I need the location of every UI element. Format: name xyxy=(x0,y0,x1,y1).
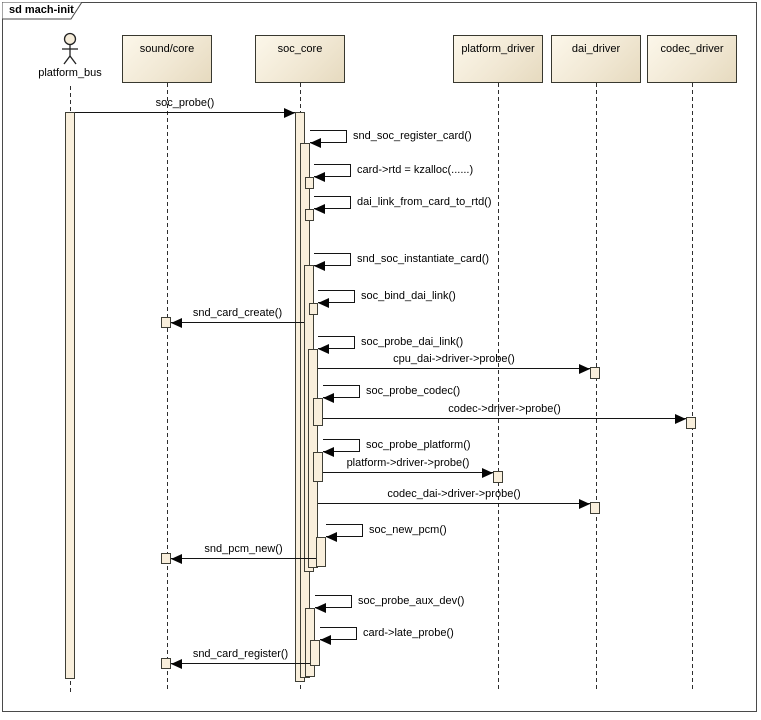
self-message-loop xyxy=(326,524,363,537)
self-message-arrowhead xyxy=(318,298,329,308)
message-arrowhead xyxy=(171,659,182,669)
self-message-loop xyxy=(314,164,351,177)
message-label: snd_soc_register_card() xyxy=(353,130,472,142)
self-message-arrowhead xyxy=(314,261,325,271)
message-label: snd_pcm_new() xyxy=(204,543,283,555)
actor-label: platform_bus xyxy=(38,67,102,79)
message-label: platform->driver->probe() xyxy=(346,457,470,469)
message-label: snd_soc_instantiate_card() xyxy=(357,253,490,265)
message-label: codec->driver->probe() xyxy=(448,403,561,415)
self-message-arrowhead xyxy=(314,172,325,182)
message-line xyxy=(171,322,304,323)
lifeline-dai_driver xyxy=(596,83,597,692)
message-label: dai_link_from_card_to_rtd() xyxy=(357,196,492,208)
message-label: snd_card_create() xyxy=(192,307,283,319)
message-label: soc_probe_platform() xyxy=(366,439,471,451)
activation-dai_link_from_card-nested xyxy=(305,209,314,221)
message-label: card->late_probe() xyxy=(363,627,454,639)
diagram-title: sd mach-init xyxy=(9,4,74,16)
self-message-arrowhead xyxy=(323,393,334,403)
message-arrowhead xyxy=(171,318,182,328)
self-message-loop xyxy=(320,627,357,640)
activation-soc_probe_platform xyxy=(313,452,323,482)
self-message-arrowhead xyxy=(320,635,331,645)
lifeline-header-dai_driver: dai_driver xyxy=(551,35,641,83)
self-message-loop xyxy=(318,290,355,303)
message-arrowhead xyxy=(171,554,182,564)
activation-snd_card_register-target xyxy=(161,658,171,669)
message-line xyxy=(323,418,686,419)
activation-snd_card_create-target xyxy=(161,317,171,328)
self-message-arrowhead xyxy=(314,204,325,214)
message-line xyxy=(75,112,295,113)
self-message-loop xyxy=(323,385,360,398)
message-arrowhead xyxy=(675,414,686,424)
message-label: soc_bind_dai_link() xyxy=(361,290,456,302)
lifeline-header-label: platform_driver xyxy=(461,43,535,55)
message-label: soc_probe_dai_link() xyxy=(361,336,464,348)
lifeline-header-label: sound/core xyxy=(139,43,195,55)
lifeline-header-label: codec_driver xyxy=(660,43,724,55)
message-label: cpu_dai->driver->probe() xyxy=(393,353,515,365)
self-message-arrowhead xyxy=(323,447,334,457)
self-message-arrowhead xyxy=(310,138,321,148)
message-line xyxy=(171,663,310,664)
lifeline-header-platform_driver: platform_driver xyxy=(453,35,543,83)
activation-card-late_probe xyxy=(310,640,320,666)
self-message-arrowhead xyxy=(326,532,337,542)
message-line xyxy=(171,558,316,559)
lifeline-header-codec_driver: codec_driver xyxy=(647,35,737,83)
message-line xyxy=(318,503,590,504)
message-line xyxy=(318,368,590,369)
activation-cpu_dai_probe-target xyxy=(590,367,600,379)
activation-soc_new_pcm xyxy=(316,537,326,567)
lifeline-platform_driver xyxy=(498,83,499,692)
message-arrowhead xyxy=(579,364,590,374)
lifeline-sound_core xyxy=(167,83,168,692)
frame-title-tab xyxy=(2,2,83,20)
actor-stick-figure-icon xyxy=(62,32,78,65)
message-label: soc_probe() xyxy=(155,97,215,109)
activation-codec_probe-target xyxy=(686,417,696,429)
self-message-loop xyxy=(314,196,351,209)
lifeline-codec_driver xyxy=(692,83,693,692)
message-label: card->rtd = kzalloc(......) xyxy=(357,164,474,176)
activation-platform_bus-main xyxy=(65,112,75,679)
message-label: soc_new_pcm() xyxy=(369,524,447,536)
lifeline-header-label: dai_driver xyxy=(571,43,621,55)
diagram-frame xyxy=(2,2,757,712)
message-line xyxy=(323,472,493,473)
lifeline-header-label: soc_core xyxy=(277,43,323,55)
message-label: snd_card_register() xyxy=(192,648,289,660)
lifeline-header-sound_core: sound/core xyxy=(122,35,212,83)
activation-soc_bind_dai_link-nested xyxy=(309,303,318,315)
self-message-loop xyxy=(323,439,360,452)
activation-codec_dai_probe-target xyxy=(590,502,600,514)
lifeline-header-soc_core: soc_core xyxy=(255,35,345,83)
message-arrowhead xyxy=(482,468,493,478)
self-message-arrowhead xyxy=(315,603,326,613)
self-message-loop xyxy=(310,130,347,143)
message-arrowhead xyxy=(579,499,590,509)
self-message-loop xyxy=(315,595,352,608)
message-label: codec_dai->driver->probe() xyxy=(387,488,521,500)
activation-snd_pcm_new-target xyxy=(161,553,171,564)
message-arrowhead xyxy=(284,108,295,118)
message-label: soc_probe_codec() xyxy=(366,385,461,397)
activation-platform_probe-target xyxy=(493,471,503,483)
activation-soc_probe_codec xyxy=(313,398,323,426)
self-message-loop xyxy=(314,253,351,266)
activation-kzalloc-nested xyxy=(305,177,314,189)
self-message-loop xyxy=(318,336,355,349)
message-label: soc_probe_aux_dev() xyxy=(358,595,465,607)
self-message-arrowhead xyxy=(318,344,329,354)
